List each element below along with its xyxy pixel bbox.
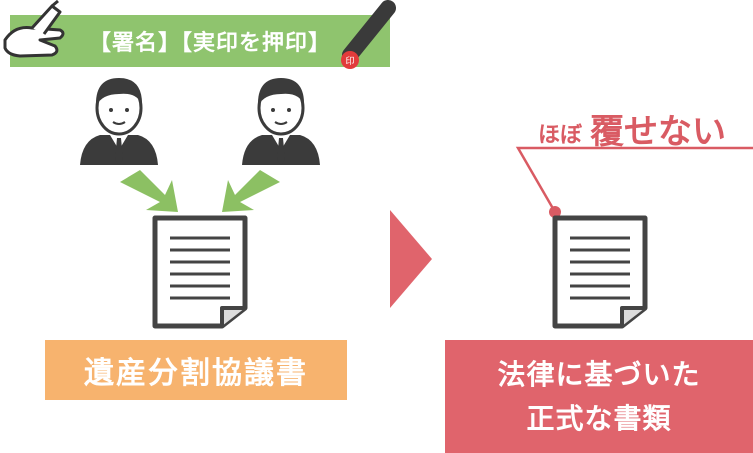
person-icon [80, 78, 158, 165]
down-arrow-icon [222, 170, 280, 212]
document-icon [552, 215, 648, 329]
callout-small-text: ほぼ [538, 123, 583, 148]
callout-large-text: 覆せない [590, 112, 727, 152]
signing-banner [10, 15, 390, 67]
writing-hand-icon [3, 0, 65, 58]
official-document-label: 法律に基づいた 正式な書類 [445, 340, 753, 453]
seal-stamp-icon: 印 [341, 0, 396, 69]
official-document-line2: 正式な書類 [526, 401, 672, 435]
official-document-line1: 法律に基づいた [497, 357, 701, 391]
callout-text: ほぼ 覆せない [538, 108, 753, 153]
document-icon [152, 215, 248, 329]
inheritance-agreement-label: 遺産分割協議書 [45, 340, 347, 400]
person-icon [242, 78, 320, 165]
callout-line [515, 146, 753, 218]
down-arrow-icon [120, 170, 178, 212]
signing-label: 【署名】【実印を押印】 [88, 31, 331, 56]
triangle-arrow-icon [390, 210, 432, 308]
svg-text:印: 印 [345, 55, 354, 67]
